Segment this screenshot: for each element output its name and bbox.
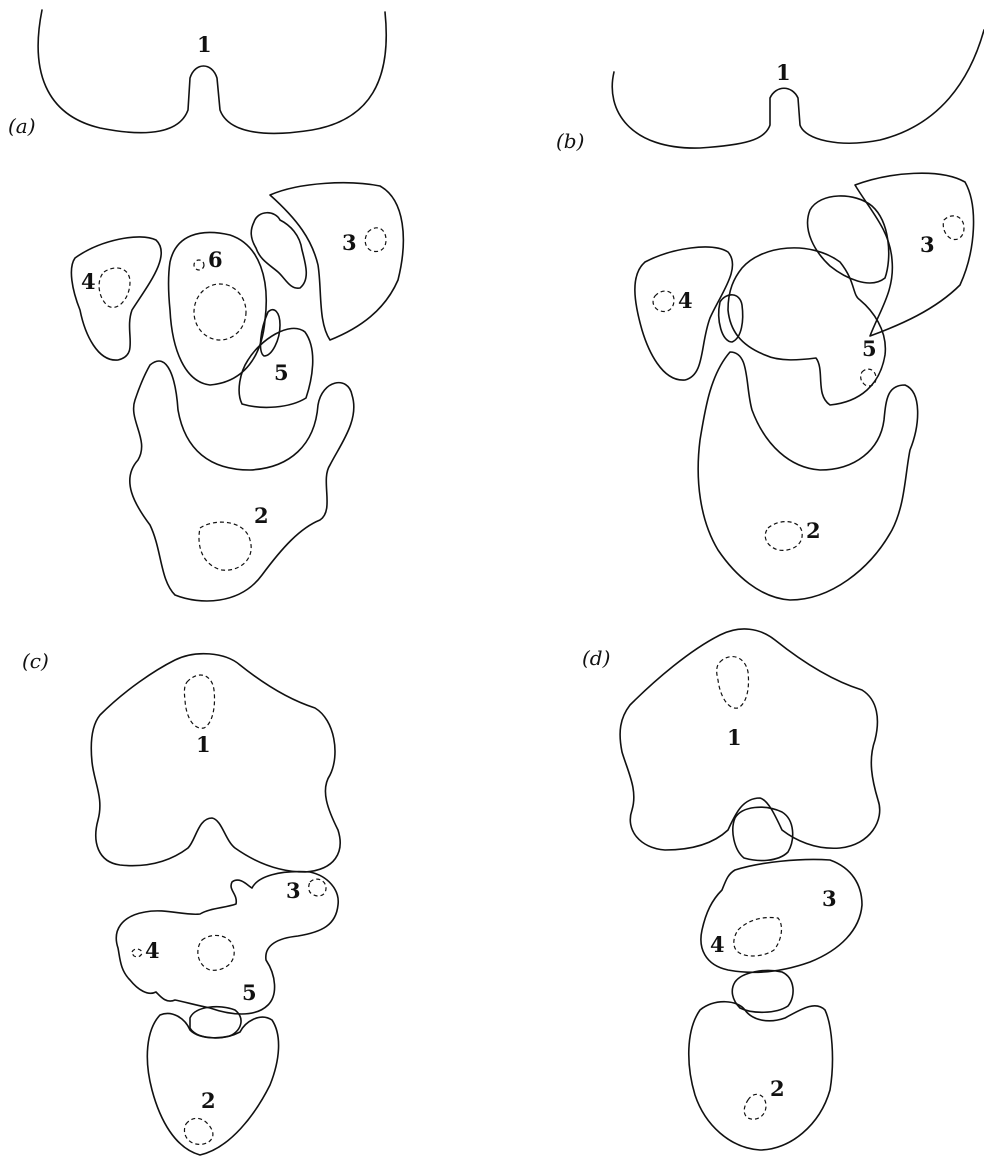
panel-d-label: (d) — [582, 646, 610, 670]
panel-c-dashed-area-4 — [132, 949, 142, 957]
panel-c-label-5: 5 — [242, 980, 257, 1005]
panel-c-label-3: 3 — [286, 878, 301, 903]
panel-a: (a) 1 4 6 3 5 2 — [8, 10, 403, 601]
panel-b-shape-small — [719, 295, 743, 342]
panel-b-label-4: 4 — [678, 288, 693, 313]
panel-a-label-4: 4 — [81, 269, 96, 294]
panel-b-dashed-area-2 — [765, 522, 802, 551]
panel-c-dashed-area-center — [198, 935, 234, 970]
panel-c-dashed-area-1 — [184, 675, 214, 728]
panel-a-label-1: 1 — [197, 32, 212, 57]
panel-b-shape-large-center — [728, 248, 885, 405]
panel-d-label-4: 4 — [710, 932, 725, 957]
panel-b-shape-3 — [855, 173, 974, 336]
panel-c-shape-1 — [91, 654, 340, 872]
panel-b-dashed-area-3 — [943, 216, 964, 240]
panel-b-shape-4 — [635, 247, 733, 380]
panel-b: (b) 1 4 3 5 2 — [556, 30, 984, 600]
panel-c-dashed-area-3 — [309, 879, 326, 896]
panel-d-shape-1 — [620, 629, 880, 850]
panel-a-label-2: 2 — [254, 503, 269, 528]
panel-b-shape-2 — [698, 352, 917, 600]
panel-b-label-5: 5 — [862, 336, 877, 361]
panel-b-label-3: 3 — [920, 232, 935, 257]
panel-d-label-2: 2 — [770, 1076, 785, 1101]
panel-a-shape-4 — [71, 237, 161, 360]
panel-c-label-1: 1 — [196, 732, 211, 757]
panel-c-dashed-area-2 — [184, 1118, 212, 1144]
panel-a-dashed-area-4 — [99, 268, 130, 307]
panel-b-shape-top-oval — [808, 196, 889, 283]
panel-b-label-1: 1 — [776, 60, 791, 85]
panel-a-label: (a) — [8, 114, 36, 138]
panel-c: (c) 1 3 4 5 2 — [22, 649, 340, 1155]
panel-d-label-1: 1 — [727, 725, 742, 750]
panel-a-label-6: 6 — [208, 247, 223, 272]
panel-c-label-4: 4 — [145, 938, 160, 963]
panel-b-dashed-area-4 — [653, 291, 674, 311]
panel-a-label-5: 5 — [274, 360, 289, 385]
panel-b-label-2: 2 — [806, 518, 821, 543]
panel-d-shape-2 — [689, 1002, 833, 1150]
panel-d: (d) 1 3 4 2 — [582, 629, 880, 1150]
panel-a-dashed-area-3 — [365, 228, 386, 252]
panel-d-shape-small-top — [733, 807, 793, 860]
panel-a-dashed-area-6 — [194, 284, 246, 340]
panel-b-label: (b) — [556, 129, 584, 153]
panel-a-shape-3 — [270, 183, 403, 340]
panel-c-shape-small-center — [190, 1007, 241, 1038]
panel-b-shape-1 — [612, 30, 984, 148]
panel-c-label-2: 2 — [201, 1088, 216, 1113]
panel-a-label-3: 3 — [342, 230, 357, 255]
panel-d-dashed-area-3-4 — [734, 918, 782, 957]
panel-a-dashed-area-2 — [199, 522, 251, 570]
panel-d-dashed-area-2 — [744, 1094, 766, 1119]
panel-d-shape-3-4 — [701, 859, 862, 972]
panel-a-dashed-dot-6 — [194, 260, 204, 270]
panel-d-label-3: 3 — [822, 886, 837, 911]
panel-a-shape-1 — [38, 10, 386, 133]
panel-c-label: (c) — [22, 649, 49, 673]
panel-d-dashed-area-1 — [717, 657, 749, 709]
